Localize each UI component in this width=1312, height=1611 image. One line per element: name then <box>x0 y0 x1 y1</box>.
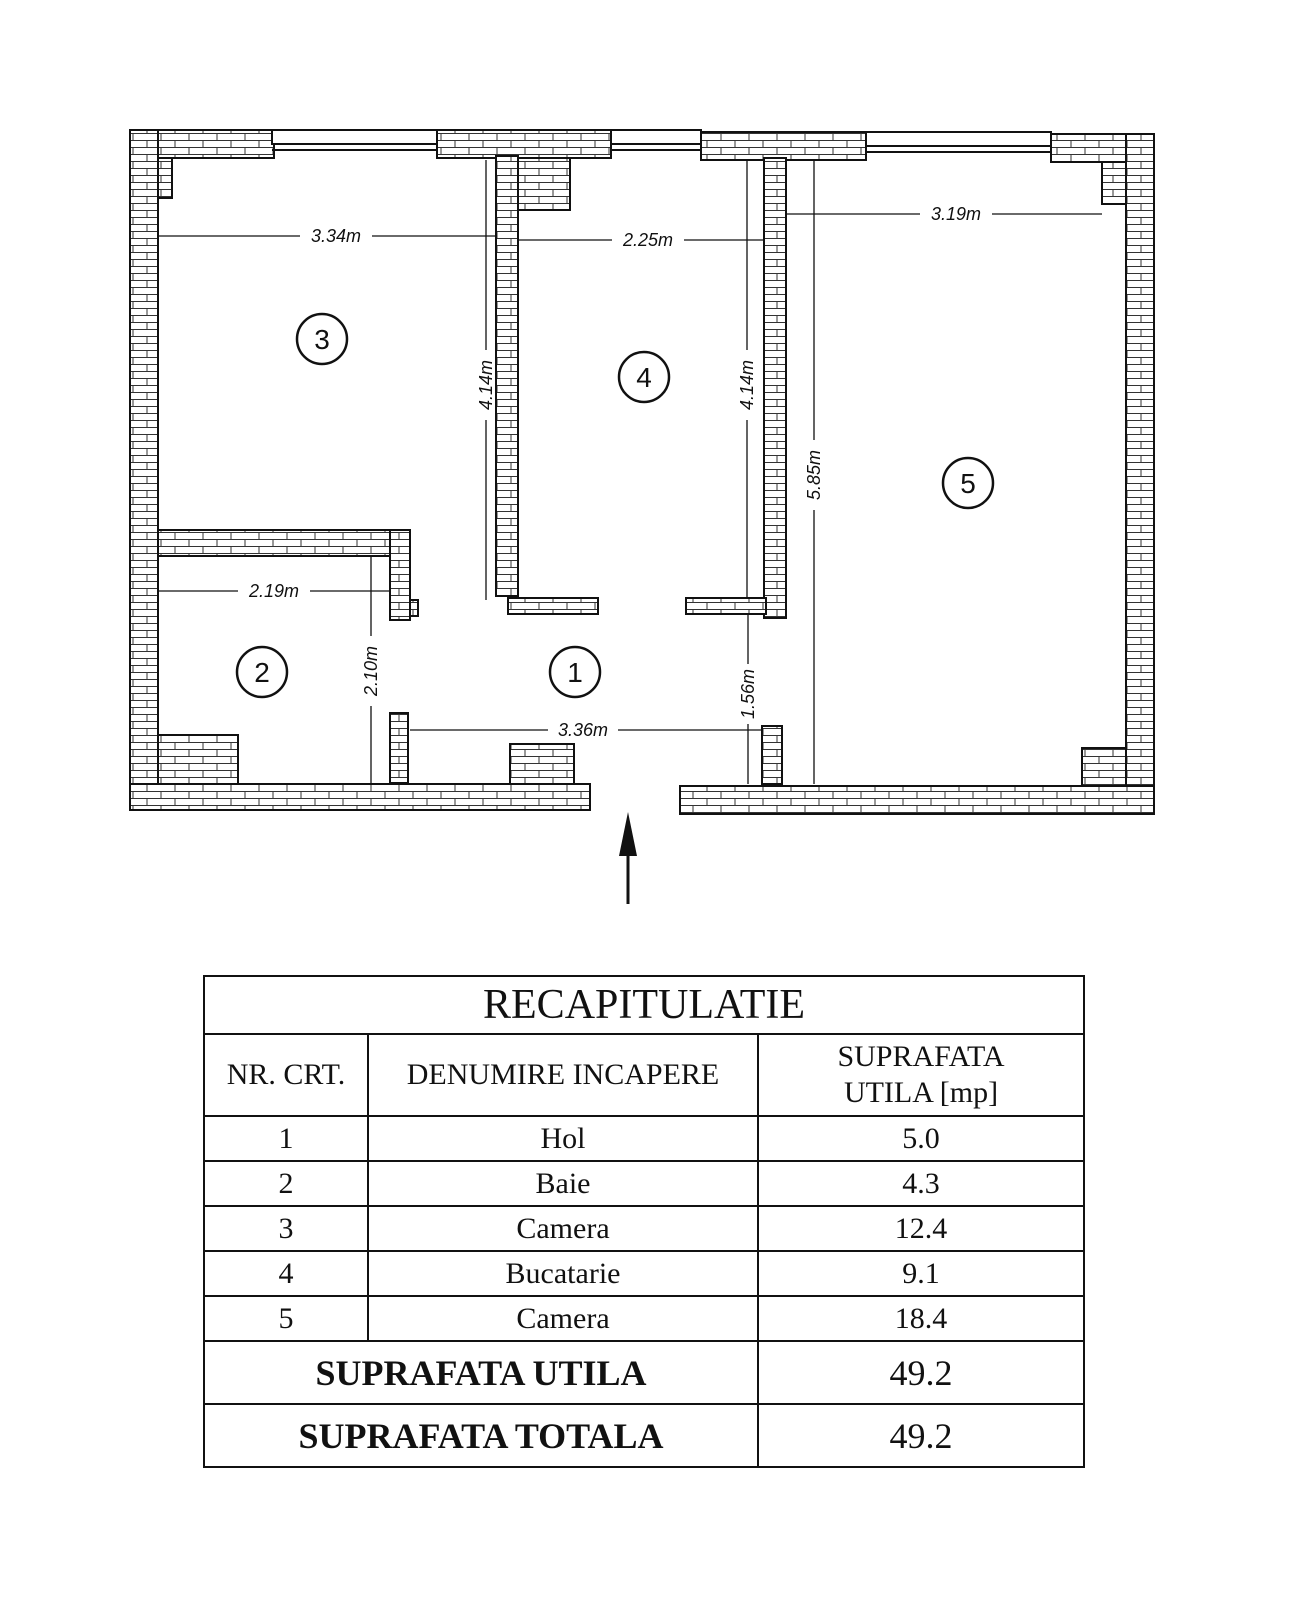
table-row: 4 Bucatarie 9.1 <box>203 1250 1086 1297</box>
row-nr: 5 <box>203 1295 369 1342</box>
header-area: SUPRAFATA UTILA [mp] <box>756 1033 1086 1117</box>
dim-room2-height: 2.10m <box>361 646 381 697</box>
table-row: 1 Hol 5.0 <box>203 1115 1086 1162</box>
row-nr: 4 <box>203 1250 369 1297</box>
row-name: Baie <box>367 1160 759 1207</box>
table-row: 2 Baie 4.3 <box>203 1160 1086 1207</box>
row-area: 5.0 <box>756 1115 1086 1162</box>
room-number-4: 4 <box>636 362 652 393</box>
dim-room4-width: 2.25m <box>622 230 673 250</box>
row-name: Bucatarie <box>367 1250 759 1297</box>
table-row: 3 Camera 12.4 <box>203 1205 1086 1252</box>
row-nr: 3 <box>203 1205 369 1252</box>
summary-utila-value: 49.2 <box>756 1340 1086 1405</box>
table-title: RECAPITULATIE <box>202 975 1086 1035</box>
dim-hall-width: 3.36m <box>558 720 608 740</box>
summary-totala-value: 49.2 <box>756 1403 1086 1468</box>
row-area: 9.1 <box>756 1250 1086 1297</box>
entrance-arrow-icon <box>619 812 637 904</box>
room-number-2: 2 <box>254 657 270 688</box>
header-area-line1: SUPRAFATA <box>837 1040 1005 1073</box>
row-area: 18.4 <box>756 1295 1086 1342</box>
table-row: 5 Camera 18.4 <box>203 1295 1086 1342</box>
header-area-line2: UTILA [mp] <box>843 1076 999 1109</box>
recap-table: RECAPITULATIE NR. CRT. DENUMIRE INCAPERE… <box>202 975 1086 1468</box>
floor-plan: 3.34m 2.25m 3.19m 4.14m 4.14m 5.85m 2.19… <box>129 129 1155 904</box>
row-area: 12.4 <box>756 1205 1086 1252</box>
room-markers <box>235 312 995 699</box>
windows <box>272 149 1051 153</box>
dim-room2-width: 2.19m <box>248 581 299 601</box>
walls <box>129 129 1155 815</box>
row-nr: 1 <box>203 1115 369 1162</box>
header-nr: NR. CRT. <box>203 1033 369 1117</box>
dim-room4-height: 4.14m <box>737 360 757 410</box>
dim-hall-height: 1.56m <box>738 669 758 719</box>
summary-row-utila: SUPRAFATA UTILA 49.2 <box>203 1340 1086 1405</box>
row-name: Hol <box>367 1115 759 1162</box>
dim-room3-height: 4.14m <box>476 360 496 410</box>
row-area: 4.3 <box>756 1160 1086 1207</box>
dimension-lines <box>158 160 1102 784</box>
room-number-1: 1 <box>567 657 583 688</box>
dim-room5-height: 5.85m <box>804 450 824 500</box>
row-name: Camera <box>367 1205 759 1252</box>
row-nr: 2 <box>203 1160 369 1207</box>
dim-room3-width: 3.34m <box>311 226 361 246</box>
row-name: Camera <box>367 1295 759 1342</box>
summary-totala-label: SUPRAFATA TOTALA <box>203 1403 759 1468</box>
summary-utila-label: SUPRAFATA UTILA <box>203 1340 759 1405</box>
room-number-3: 3 <box>314 324 330 355</box>
room-number-5: 5 <box>960 468 976 499</box>
summary-row-totala: SUPRAFATA TOTALA 49.2 <box>203 1403 1086 1468</box>
header-room-name: DENUMIRE INCAPERE <box>367 1033 759 1117</box>
dim-room5-width: 3.19m <box>931 204 981 224</box>
